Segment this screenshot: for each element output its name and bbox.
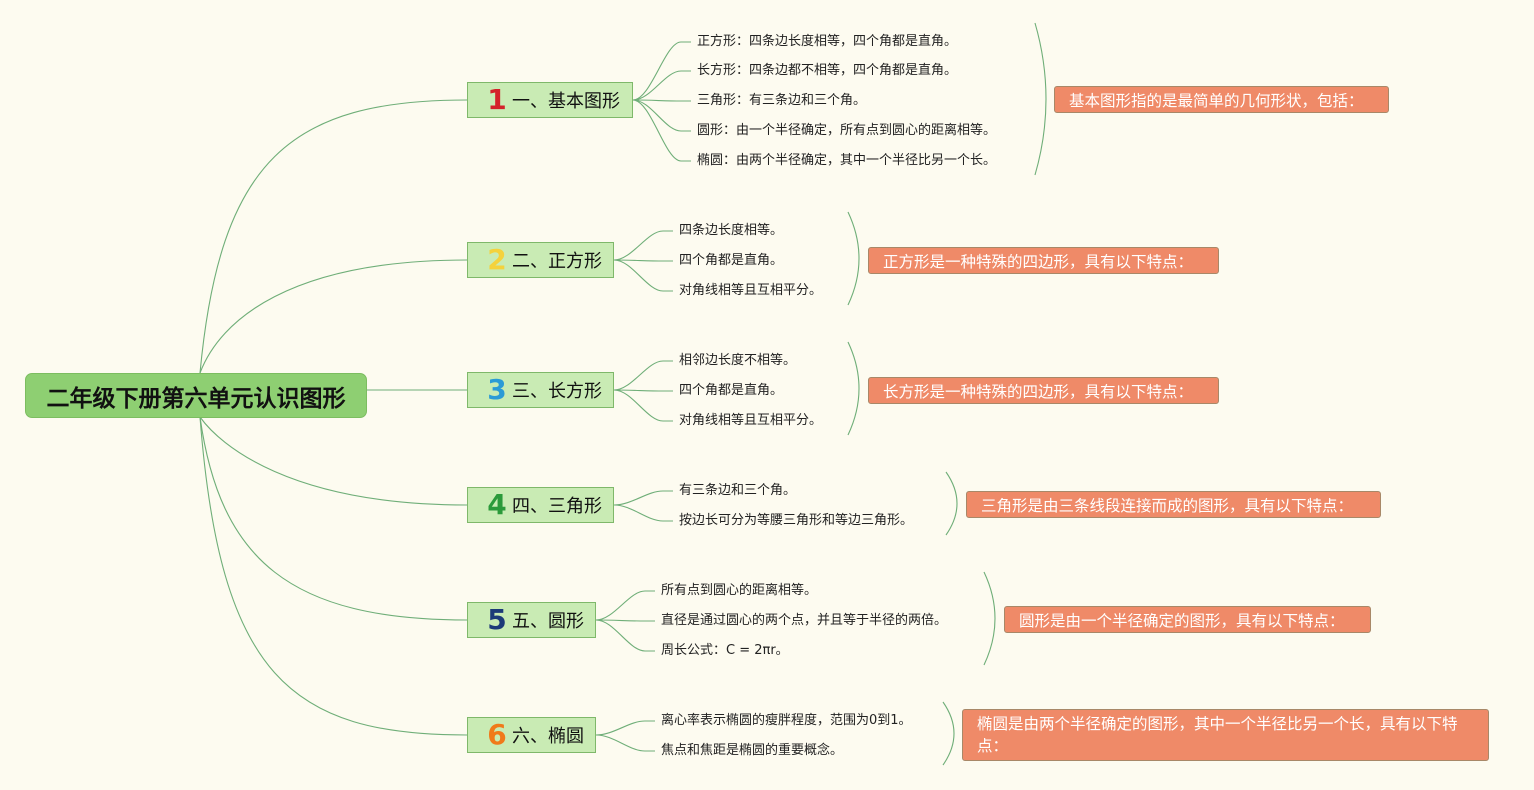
branch-number-icon: 3 xyxy=(487,373,507,406)
leaf-connector xyxy=(632,41,691,101)
leaf-topic[interactable]: 正方形：四条边长度相等，四个角都是直角。 xyxy=(697,34,958,49)
leaf-topic[interactable]: 四个角都是直角。 xyxy=(679,253,784,268)
leaf-connector xyxy=(613,389,673,392)
branch-label: 五、圆形 xyxy=(512,611,584,632)
summary-bracket xyxy=(945,471,958,536)
leaf-connector xyxy=(613,360,673,391)
summary-topic[interactable]: 正方形是一种特殊的四边形，具有以下特点： xyxy=(868,247,1219,274)
leaf-topic[interactable]: 离心率表示椭圆的瘦胖程度，范围为0到1。 xyxy=(661,713,912,728)
leaf-connector xyxy=(613,259,673,292)
root-connector xyxy=(199,259,468,374)
leaf-topic[interactable]: 三角形：有三条边和三个角。 xyxy=(697,93,867,108)
leaf-connector xyxy=(595,619,655,622)
branch-number-icon: 1 xyxy=(487,83,507,116)
branch-label: 六、椭圆 xyxy=(512,726,584,747)
leaf-topic[interactable]: 四个角都是直角。 xyxy=(679,383,784,398)
leaf-topic[interactable]: 有三条边和三个角。 xyxy=(679,483,797,498)
leaf-connector xyxy=(613,490,673,506)
leaf-connector xyxy=(595,720,655,736)
leaf-connector xyxy=(595,619,655,652)
leaf-topic[interactable]: 按边长可分为等腰三角形和等边三角形。 xyxy=(679,513,914,528)
leaf-topic[interactable]: 周长公式：C = 2πr。 xyxy=(661,643,789,658)
branch-label: 一、基本图形 xyxy=(512,91,620,112)
leaf-connector xyxy=(632,70,691,101)
root-connector xyxy=(199,416,468,736)
branch-number-icon: 5 xyxy=(487,603,507,636)
leaf-topic[interactable]: 相邻边长度不相等。 xyxy=(679,353,797,368)
leaf-topic[interactable]: 对角线相等且互相平分。 xyxy=(679,283,823,298)
leaf-connector xyxy=(613,230,673,261)
summary-topic[interactable]: 圆形是由一个半径确定的图形，具有以下特点： xyxy=(1004,606,1371,633)
leaf-connector xyxy=(632,99,691,132)
leaf-connector xyxy=(595,734,655,752)
summary-bracket xyxy=(847,211,860,306)
leaf-topic[interactable]: 长方形：四条边都不相等，四个角都是直角。 xyxy=(697,63,958,78)
summary-bracket xyxy=(847,341,860,436)
summary-topic[interactable]: 椭圆是由两个半径确定的图形，其中一个半径比另一个长，具有以下特点： xyxy=(962,709,1489,761)
leaf-topic[interactable]: 对角线相等且互相平分。 xyxy=(679,413,823,428)
leaf-connector xyxy=(613,259,673,262)
branch-label: 三、长方形 xyxy=(512,381,602,402)
summary-topic[interactable]: 长方形是一种特殊的四边形，具有以下特点： xyxy=(868,377,1219,404)
leaf-connector xyxy=(613,389,673,422)
summary-bracket xyxy=(983,571,996,666)
summary-topic[interactable]: 基本图形指的是最简单的几何形状，包括： xyxy=(1054,86,1389,113)
branch-label: 二、正方形 xyxy=(512,251,602,272)
leaf-topic[interactable]: 圆形：由一个半径确定，所有点到圆心的距离相等。 xyxy=(697,123,997,138)
leaf-connector xyxy=(613,504,673,522)
leaf-topic[interactable]: 所有点到圆心的距离相等。 xyxy=(661,583,818,598)
leaf-topic[interactable]: 四条边长度相等。 xyxy=(679,223,784,238)
branch-number-icon: 4 xyxy=(487,488,507,521)
root-connector xyxy=(199,99,468,374)
leaf-connector xyxy=(595,590,655,621)
leaf-topic[interactable]: 焦点和焦距是椭圆的重要概念。 xyxy=(661,743,844,758)
leaf-topic[interactable]: 直径是通过圆心的两个点，并且等于半径的两倍。 xyxy=(661,613,948,628)
leaf-topic[interactable]: 椭圆：由两个半径确定，其中一个半径比另一个长。 xyxy=(697,153,997,168)
summary-bracket xyxy=(1034,22,1047,176)
summary-topic[interactable]: 三角形是由三条线段连接而成的图形，具有以下特点： xyxy=(966,491,1381,518)
root-topic[interactable]: 二年级下册第六单元认识图形 xyxy=(25,373,367,418)
leaf-connector xyxy=(632,99,691,102)
branch-label: 四、三角形 xyxy=(512,496,602,517)
root-title: 二年级下册第六单元认识图形 xyxy=(46,385,346,412)
branch-number-icon: 2 xyxy=(487,243,507,276)
leaf-connector xyxy=(632,99,691,162)
root-connector xyxy=(199,416,468,506)
root-connector xyxy=(199,416,468,621)
summary-bracket xyxy=(942,701,955,766)
branch-number-icon: 6 xyxy=(487,718,507,751)
